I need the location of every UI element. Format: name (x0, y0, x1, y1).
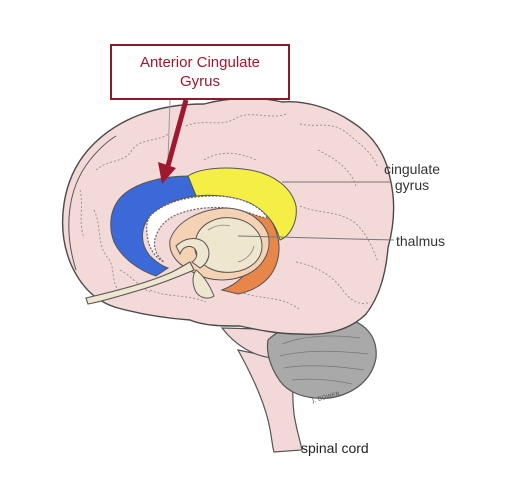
pituitary-stalk (192, 269, 215, 299)
label-cingulate-line1: cingulate (383, 161, 441, 177)
callout-connector-line (167, 99, 171, 161)
label-cingulate-line2: gyrus (394, 177, 430, 193)
label-spinal-cord: spinal cord (301, 440, 369, 456)
olfactory-tract (85, 261, 195, 305)
label-cingulate-gyrus: cingulate gyrus (372, 161, 452, 193)
thalamus-shading (207, 224, 255, 263)
cerebellum-folds (279, 335, 369, 385)
callout-line-2: Gyrus (179, 73, 220, 90)
thalmus-leader-line (237, 235, 395, 241)
callout-box: Anterior Cingulate Gyrus (110, 44, 290, 100)
callout-line-1: Anterior Cingulate (139, 54, 261, 71)
label-thalmus: thalmus (396, 233, 446, 249)
anterior-cingulate-gyrus (110, 175, 197, 277)
fornix (175, 238, 210, 269)
callout-arrow-shaft (165, 99, 189, 167)
corpus-callosum (146, 195, 270, 263)
callout-arrow-head (158, 162, 176, 184)
frontal-edge (68, 135, 117, 271)
